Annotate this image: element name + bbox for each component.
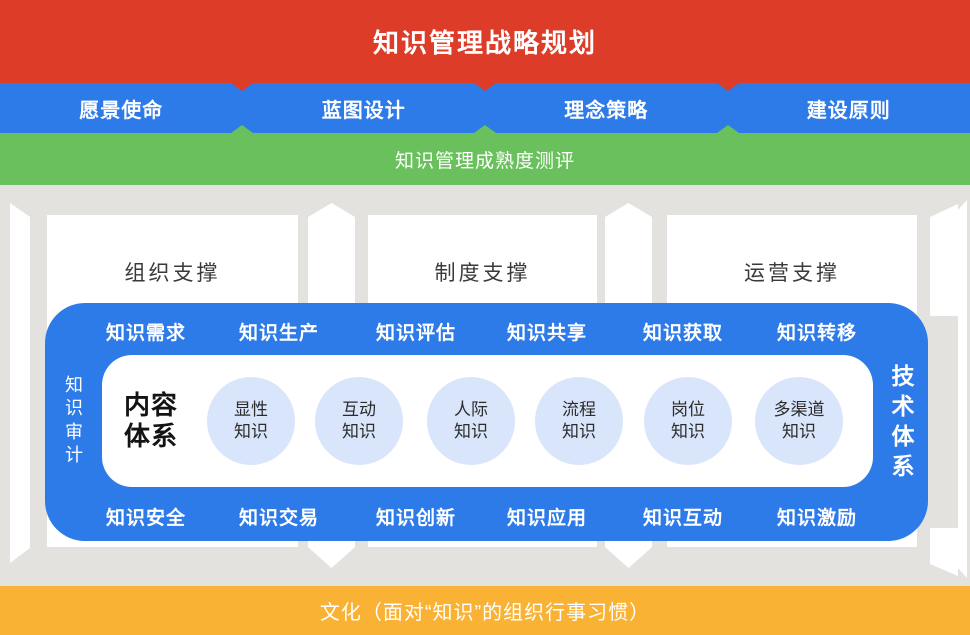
content-system-title-line1: 内容 <box>123 390 179 420</box>
divider-notch-icon <box>231 83 253 91</box>
nav-item-label: 愿景使命 <box>79 99 164 122</box>
circle-label-line1: 人际 <box>454 399 488 419</box>
divider-notch-icon <box>717 125 739 133</box>
process-label-knowledge-security: 知识安全 <box>105 508 187 529</box>
circle-label-line2: 知识 <box>562 422 596 441</box>
culture-label: 文化（面对“知识”的组织行事习惯） <box>319 602 651 624</box>
divider-notch-icon <box>231 125 253 133</box>
divider-notch-icon <box>717 83 739 91</box>
circle-position-knowledge: 岗位 知识 <box>644 377 732 465</box>
circle-label-line1: 显性 <box>234 399 268 419</box>
process-label-knowledge-application: 知识应用 <box>506 508 588 529</box>
circle-process-knowledge: 流程 知识 <box>535 377 623 465</box>
knowledge-audit-vertical-label: 知识审计 <box>65 375 83 466</box>
left-frame-strip <box>10 203 30 563</box>
process-label-knowledge-transfer: 知识转移 <box>776 323 858 344</box>
column-header: 运营支撑 <box>744 262 840 285</box>
circle-label-line2: 知识 <box>454 422 488 441</box>
circle-label-line1: 岗位 <box>671 399 705 419</box>
circle-label-line1: 互动 <box>342 399 376 419</box>
circle-label-line1: 多渠道 <box>773 399 825 419</box>
nav-item-label: 理念策略 <box>564 99 649 122</box>
circle-multichannel-knowledge: 多渠道 知识 <box>755 377 843 465</box>
process-label-knowledge-acquisition: 知识获取 <box>642 323 724 344</box>
strategy-nav-bar: 愿景使命 蓝图设计 理念策略 建设原则 <box>0 83 970 133</box>
circle-label-line2: 知识 <box>234 422 268 441</box>
process-label-knowledge-production: 知识生产 <box>238 323 320 344</box>
maturity-label: 知识管理成熟度测评 <box>394 150 575 172</box>
circle-label-line2: 知识 <box>782 422 816 441</box>
circle-interactive-knowledge: 互动 知识 <box>315 377 403 465</box>
nav-item-label: 建设原则 <box>806 99 891 122</box>
process-label-knowledge-sharing: 知识共享 <box>506 323 588 344</box>
column-header: 制度支撑 <box>434 262 531 285</box>
nav-item-label: 蓝图设计 <box>321 99 406 122</box>
divider-notch-icon <box>474 83 496 91</box>
process-label-knowledge-incentive: 知识激励 <box>776 508 858 529</box>
nav-item-concept-strategy: 理念策略 <box>485 83 728 133</box>
process-label-knowledge-innovation: 知识创新 <box>375 508 457 529</box>
column-header: 组织支撑 <box>124 262 221 285</box>
maturity-assessment-bar: 知识管理成熟度测评 <box>0 133 970 185</box>
culture-bar: 文化（面对“知识”的组织行事习惯） <box>0 586 970 635</box>
nav-item-construction-principles: 建设原则 <box>728 83 970 133</box>
circle-interpersonal-knowledge: 人际 知识 <box>427 377 515 465</box>
process-label-knowledge-demand: 知识需求 <box>105 323 187 344</box>
process-label-knowledge-trading: 知识交易 <box>238 508 320 529</box>
circle-label-line2: 知识 <box>342 422 376 441</box>
circle-label-line1: 流程 <box>562 399 596 419</box>
circle-label-line2: 知识 <box>671 422 705 441</box>
diagram-title: 知识管理战略规划 <box>372 28 597 58</box>
nav-item-blueprint-design: 蓝图设计 <box>243 83 486 133</box>
nav-item-vision-mission: 愿景使命 <box>0 83 243 133</box>
right-frame-strip <box>958 200 967 578</box>
circle-explicit-knowledge: 显性 知识 <box>207 377 295 465</box>
right-frame-strip-top <box>930 204 958 316</box>
divider-notch-icon <box>474 125 496 133</box>
process-label-knowledge-interaction: 知识互动 <box>642 508 724 529</box>
technology-system-vertical-label: 技术体系 <box>891 363 915 479</box>
strategy-banner: 知识管理战略规划 <box>0 0 970 83</box>
content-system-title: 内容 体系 <box>124 390 178 452</box>
content-system-title-line2: 体系 <box>123 421 179 452</box>
process-label-knowledge-evaluation: 知识评估 <box>375 323 457 344</box>
